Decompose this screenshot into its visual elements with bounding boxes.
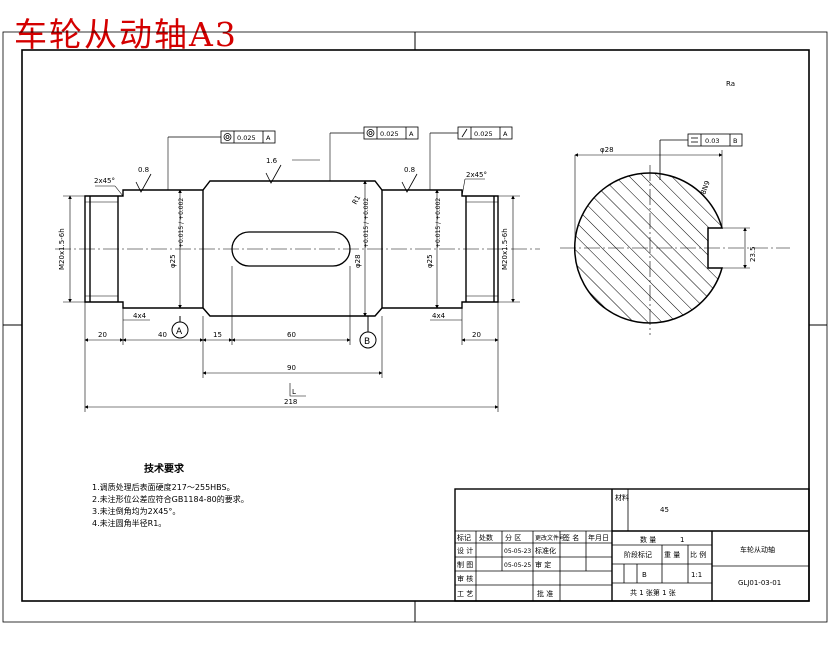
rough-left: 0.8	[138, 166, 149, 174]
gdt-1-ref: A	[266, 134, 271, 142]
drawing-title: 车轮从动轴A3	[14, 15, 238, 54]
tb-weight-label: 重 量	[664, 551, 680, 559]
tb-h-doc: 更改文件号	[535, 534, 565, 542]
tb-part-name: 车轮从动轴	[740, 545, 775, 554]
diameter-mid: φ28	[354, 254, 362, 268]
tb-design-date: 05-05-23	[504, 548, 531, 555]
tb-draw-date: 05-05-25	[504, 562, 531, 569]
datum-b: B	[359, 316, 377, 349]
tb-stage-label: 阶段标记	[624, 550, 652, 559]
dim-20-left: 20	[98, 331, 107, 339]
note-3: 3.未注倒角均为2X45°。	[92, 507, 181, 516]
note-4: 4.未注圆角半径R1。	[92, 519, 167, 528]
tb-stage: B	[642, 571, 647, 579]
tb-design: 设 计	[457, 546, 473, 555]
chamfer-left: 2x45°	[94, 177, 115, 185]
tb-check: 审 核	[457, 574, 473, 583]
rough-mid: 1.6	[266, 157, 278, 165]
title-block	[454, 488, 810, 602]
gdt-3-ref: A	[503, 130, 508, 138]
tolerance-right: +0.015 / +0.002	[435, 198, 442, 248]
gdt-2-value: 0.025	[380, 130, 399, 138]
rough-right: 0.8	[404, 166, 415, 174]
tb-part-code: GLJ01-03-01	[738, 579, 781, 587]
diameter-left: φ25	[169, 254, 177, 268]
gdt-2-ref: A	[409, 130, 414, 138]
keyway-slot	[231, 231, 351, 267]
section-view	[560, 150, 790, 335]
thread-left: M20x1.5-6h	[58, 228, 66, 270]
tb-h-zone: 分 区	[505, 533, 521, 542]
tb-h-date: 年月日	[588, 533, 609, 542]
note-1: 1.调质处理后表面硬度217～255HBS。	[92, 483, 235, 492]
tb-h-count: 处数	[479, 533, 493, 542]
material-label: 材料	[615, 493, 629, 502]
dim-15: 15	[213, 331, 222, 339]
section-depth: 23.5	[749, 246, 757, 262]
thread-right: M20x1.5-6h	[501, 228, 509, 270]
tb-qty: 1	[680, 536, 684, 544]
svg-text:A: A	[176, 327, 183, 337]
notes-heading: 技术要求	[144, 464, 184, 475]
groove-right: 4x4	[432, 312, 446, 320]
tolerance-left: +0.015 / +0.002	[178, 198, 185, 248]
note-2: 2.未注形位公差应符合GB1184-80的要求。	[92, 495, 249, 504]
tb-scale-label: 比 例	[690, 550, 706, 559]
tb-draw: 制 图	[457, 560, 473, 569]
section-mark: L	[292, 388, 296, 396]
tb-review: 审 定	[535, 560, 551, 569]
dim-218: 218	[284, 398, 297, 406]
tb-std: 标准化	[535, 546, 556, 555]
tb-approve: 批 准	[537, 589, 553, 598]
diameter-right: φ25	[426, 254, 434, 268]
gdt-4-value: 0.03	[705, 137, 719, 145]
section-diameter: φ28	[600, 146, 614, 154]
tolerance-mid: +0.015 / +0.002	[363, 198, 370, 248]
rough-corner: Ra	[726, 80, 735, 88]
tb-h-sign: 签 名	[563, 533, 579, 542]
material-value: 45	[660, 506, 669, 514]
outer-frame	[2, 31, 828, 623]
tb-sheets: 共 1 张第 1 张	[630, 588, 676, 597]
gdt-4-ref: B	[733, 137, 737, 145]
chamfer-right: 2x45°	[466, 171, 487, 179]
tb-qty-label: 数 量	[640, 535, 656, 544]
dim-40: 40	[158, 331, 167, 339]
groove-left: 4x4	[133, 312, 147, 320]
dim-20-right: 20	[472, 331, 481, 339]
gdt-3-value: 0.025	[474, 130, 493, 138]
tb-scale: 1:1	[691, 571, 702, 579]
dim-90: 90	[287, 364, 296, 372]
tb-process: 工 艺	[457, 590, 473, 598]
gdt-1-value: 0.025	[237, 134, 256, 142]
fillet-r1: R1	[351, 194, 363, 206]
dim-60: 60	[287, 331, 296, 339]
tb-h-mark: 标记	[457, 533, 471, 542]
keyway-width: 8N9	[699, 180, 711, 196]
datum-a: A	[171, 316, 189, 339]
svg-text:B: B	[364, 337, 370, 347]
